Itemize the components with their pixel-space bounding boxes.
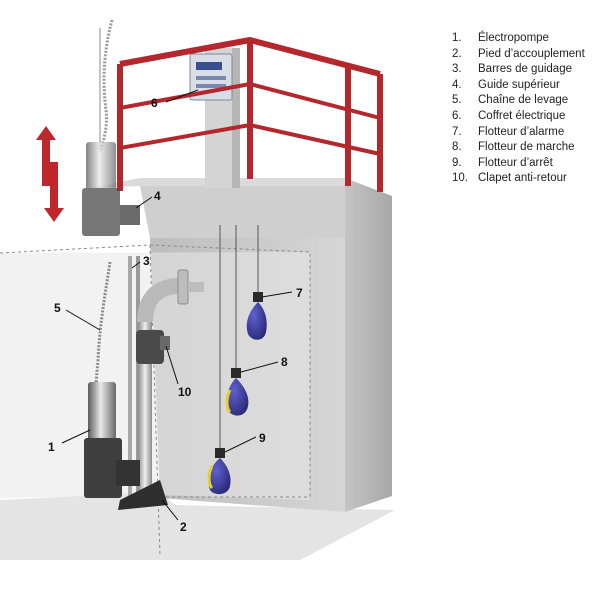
legend-item: 10. Clapet anti-retour [452,171,585,187]
lift-arrows [36,126,64,222]
callout-9: 9 [259,431,266,445]
callout-7: 7 [296,286,303,300]
legend-item: 1. Électropompe [452,31,585,47]
legend-label: Électropompe [478,32,549,44]
legend-number: 10. [452,172,468,185]
legend-item: 5. Chaîne de levage [452,93,585,109]
legend-label: Flotteur d’arrêt [478,156,553,169]
legend-number: 1. [452,32,462,44]
legend-item: 4. Guide supérieur [452,78,585,94]
suspended-chain [98,19,114,153]
legend-label: Chaîne de levage [478,94,569,107]
legend-item: 7. Flotteur d’alarme [452,125,585,141]
callout-2: 2 [180,520,187,534]
float-cables [219,225,259,452]
float-stop [207,448,231,495]
callout-8: 8 [281,355,288,369]
legend-number: 9. [452,156,462,169]
discharge-pipe [137,269,204,500]
concrete-wall-side [345,178,392,512]
floor-slab [0,492,395,560]
callout-3: 3 [143,254,150,268]
legend-number: 7. [452,125,462,138]
lifting-chain [94,261,112,391]
coupling-foot [118,480,168,510]
leader-lines [61,89,293,521]
legend-number: 8. [452,141,462,154]
control-column-shade [232,48,240,188]
concrete-block-front [140,186,345,238]
legend-item: 8. Flotteur de marche [452,140,585,156]
callout-10: 10 [178,385,192,399]
legend-item: 2. Pied d’accouplement [452,47,585,63]
installed-pump [84,382,140,498]
legend-item: 9. Flotteur d’arrêt [452,156,585,172]
legend-label: Flotteur d’alarme [478,125,565,138]
float-alarm [246,292,267,340]
legend-label: Clapet anti-retour [478,172,567,185]
legend-item: 3. Barres de guidage [452,62,585,78]
legend-number: 2. [452,47,462,60]
legend-label: Coffret électrique [478,109,566,122]
float-run [225,368,249,416]
legend-item: 6. Coffret électrique [452,109,585,125]
legend-label: Barres de guidage [478,63,572,76]
callout-1: 1 [48,440,55,454]
legend-label: Pied d’accouplement [478,47,585,60]
raised-pump [82,142,140,236]
legend-list: 1. Électropompe 2. Pied d’accouplement 3. B… [452,31,585,187]
legend-label: Flotteur de marche [478,141,575,154]
legend-number: 6. [452,109,462,122]
legend-number: 4. [452,78,462,91]
legend-label: Guide supérieur [478,78,560,91]
check-valve [136,330,170,364]
callout-5: 5 [54,301,61,315]
callout-6: 6 [151,96,158,110]
legend-number: 3. [452,63,462,76]
safety-railing [117,37,383,192]
wet-well-opening [0,252,310,500]
legend-number: 5. [452,94,462,107]
callout-4: 4 [154,189,161,203]
